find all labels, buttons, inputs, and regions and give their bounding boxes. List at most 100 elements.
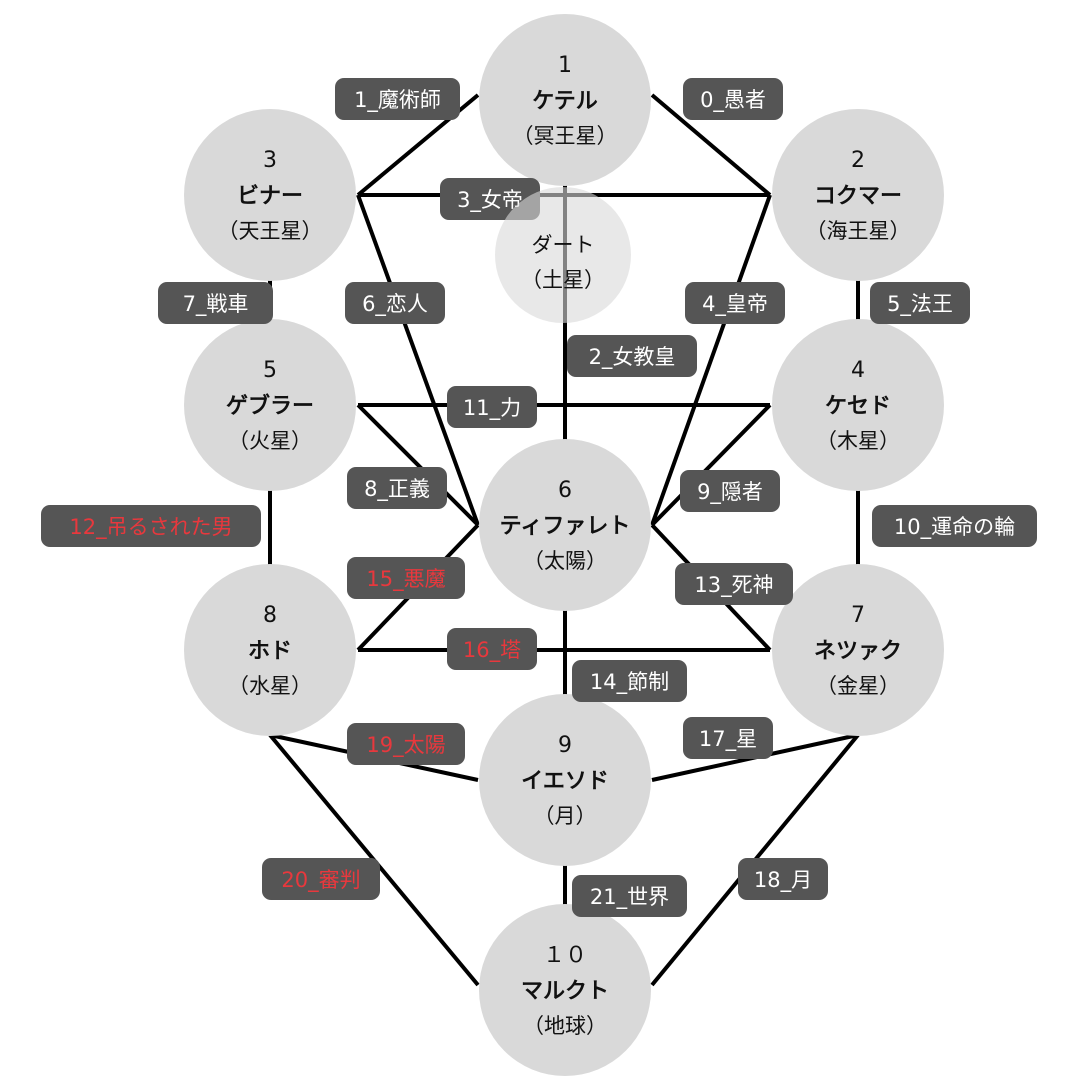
sephira-circle (479, 14, 651, 186)
path-label-text: 2_女教皇 (589, 345, 676, 370)
path-label[interactable]: 10_運命の輪 (872, 505, 1037, 547)
path-line (650, 403, 772, 527)
sephira-number: 8 (263, 603, 277, 628)
path-label[interactable]: 11_力 (447, 386, 537, 428)
path-label-bg (262, 858, 380, 900)
path-label[interactable]: 16_塔 (447, 628, 537, 670)
sephira-name: ネツァク (814, 639, 902, 664)
sephira-planet: （金星） (816, 674, 900, 698)
sephira-planet: （火星） (228, 429, 312, 453)
sephira-number: 1 (558, 53, 572, 78)
sephira-name: ゲブラー (226, 393, 314, 419)
path-label[interactable]: 2_女教皇 (567, 335, 697, 377)
sephira-name: ケテル (532, 89, 598, 114)
sephira-8[interactable]: 8 ホド （水星） (184, 564, 356, 736)
daat-planet: （土星） (521, 268, 605, 292)
sephira-circle (184, 109, 356, 281)
path-label[interactable]: 1_魔術師 (335, 78, 460, 120)
path-label-bg (158, 282, 273, 324)
sephira-name: ホド (248, 639, 292, 664)
sephira-circle (479, 439, 651, 611)
path-label-bg (680, 470, 780, 512)
path-label-text: 9_隠者 (697, 480, 763, 505)
sephira-circle (479, 904, 651, 1076)
path-label-text: 0_愚者 (700, 88, 766, 113)
daat-circle (495, 187, 631, 323)
path-label[interactable]: 17_星 (683, 717, 773, 759)
path-label[interactable]: 20_審判 (262, 858, 380, 900)
sephira-5[interactable]: 5 ゲブラー （火星） (184, 319, 356, 491)
path-label-text: 13_死神 (694, 573, 773, 598)
path-label-text: 15_悪魔 (366, 567, 445, 592)
path-label-bg (347, 467, 447, 509)
path-label[interactable]: 7_戦車 (158, 282, 273, 324)
path-label-bg (447, 386, 537, 428)
sephira-planet: （海王星） (806, 219, 911, 243)
path-label-text: 3_女帝 (457, 188, 523, 213)
path-label-bg (572, 875, 687, 917)
path-label[interactable]: 12_吊るされた男 (41, 505, 261, 547)
sephira-number: 4 (851, 358, 865, 383)
sephira-number: 3 (263, 148, 277, 173)
sephira-circle (772, 319, 944, 491)
sephira-name: ティファレト (500, 514, 631, 539)
path-label-text: 12_吊るされた男 (69, 515, 232, 540)
path-label-bg (683, 78, 783, 120)
path-label-bg (345, 282, 445, 324)
sephira-circle (184, 319, 356, 491)
sephira-name: マルクト (521, 979, 609, 1004)
path-label[interactable]: 18_月 (738, 858, 828, 900)
sephira-planet: （地球） (523, 1014, 607, 1038)
sephira-name: ビナー (237, 184, 303, 209)
path-label-bg (347, 557, 465, 599)
sephirot: 1ケテル（冥王星）2コクマー（海王星）3ビナー（天王星）4ケセド（木星）5ゲブラ… (184, 14, 944, 1076)
sephira-planet: （水星） (228, 674, 312, 698)
path-label[interactable]: 4_皇帝 (685, 282, 785, 324)
daat-node: ダート （土星） (495, 187, 631, 323)
path-label-text: 8_正義 (364, 477, 430, 502)
path-label-bg (447, 628, 537, 670)
path-labels: 0_愚者 1_魔術師 2_女教皇 3_女帝 4_皇帝 5_法王 6_恋人 7_戦車 8_正義 9_… (41, 78, 1037, 917)
path-label-text: 11_力 (463, 396, 521, 421)
path-label-bg (567, 335, 697, 377)
path-label-bg (685, 282, 785, 324)
sephira-3[interactable]: 3 ビナー （天王星） (184, 109, 356, 281)
path-line (356, 194, 480, 526)
path-label-bg (335, 78, 460, 120)
path-label-text: 20_審判 (281, 868, 360, 893)
path-label-bg (675, 563, 793, 605)
path-label[interactable]: 21_世界 (572, 875, 687, 917)
sephira-number: 9 (558, 733, 572, 758)
path-label-bg (41, 505, 261, 547)
sephira-planet: （太陽） (523, 549, 607, 573)
path-label[interactable]: 15_悪魔 (347, 557, 465, 599)
sephira-name: コクマー (814, 184, 902, 209)
path-label[interactable]: 19_太陽 (347, 723, 465, 765)
path-line (356, 403, 480, 527)
path-label[interactable]: 8_正義 (347, 467, 447, 509)
path-label-bg (738, 858, 828, 900)
sephira-number: 5 (263, 358, 277, 383)
sephira-planet: （天王星） (218, 219, 323, 243)
path-label-bg (870, 282, 970, 324)
path-label-text: 7_戦車 (183, 292, 249, 317)
path-label[interactable]: 14_節制 (572, 660, 687, 702)
path-label[interactable]: 6_恋人 (345, 282, 445, 324)
path-label[interactable]: 5_法王 (870, 282, 970, 324)
path-label-text: 4_皇帝 (702, 292, 768, 317)
path-label[interactable]: 0_愚者 (683, 78, 783, 120)
daat-name: ダート (532, 233, 595, 257)
path-label-text: 14_節制 (590, 670, 669, 695)
path-label[interactable]: 9_隠者 (680, 470, 780, 512)
path-line (650, 194, 772, 526)
sephira-name: ケセド (825, 394, 891, 419)
path-label[interactable]: 13_死神 (675, 563, 793, 605)
path-label-text: 1_魔術師 (354, 88, 441, 113)
